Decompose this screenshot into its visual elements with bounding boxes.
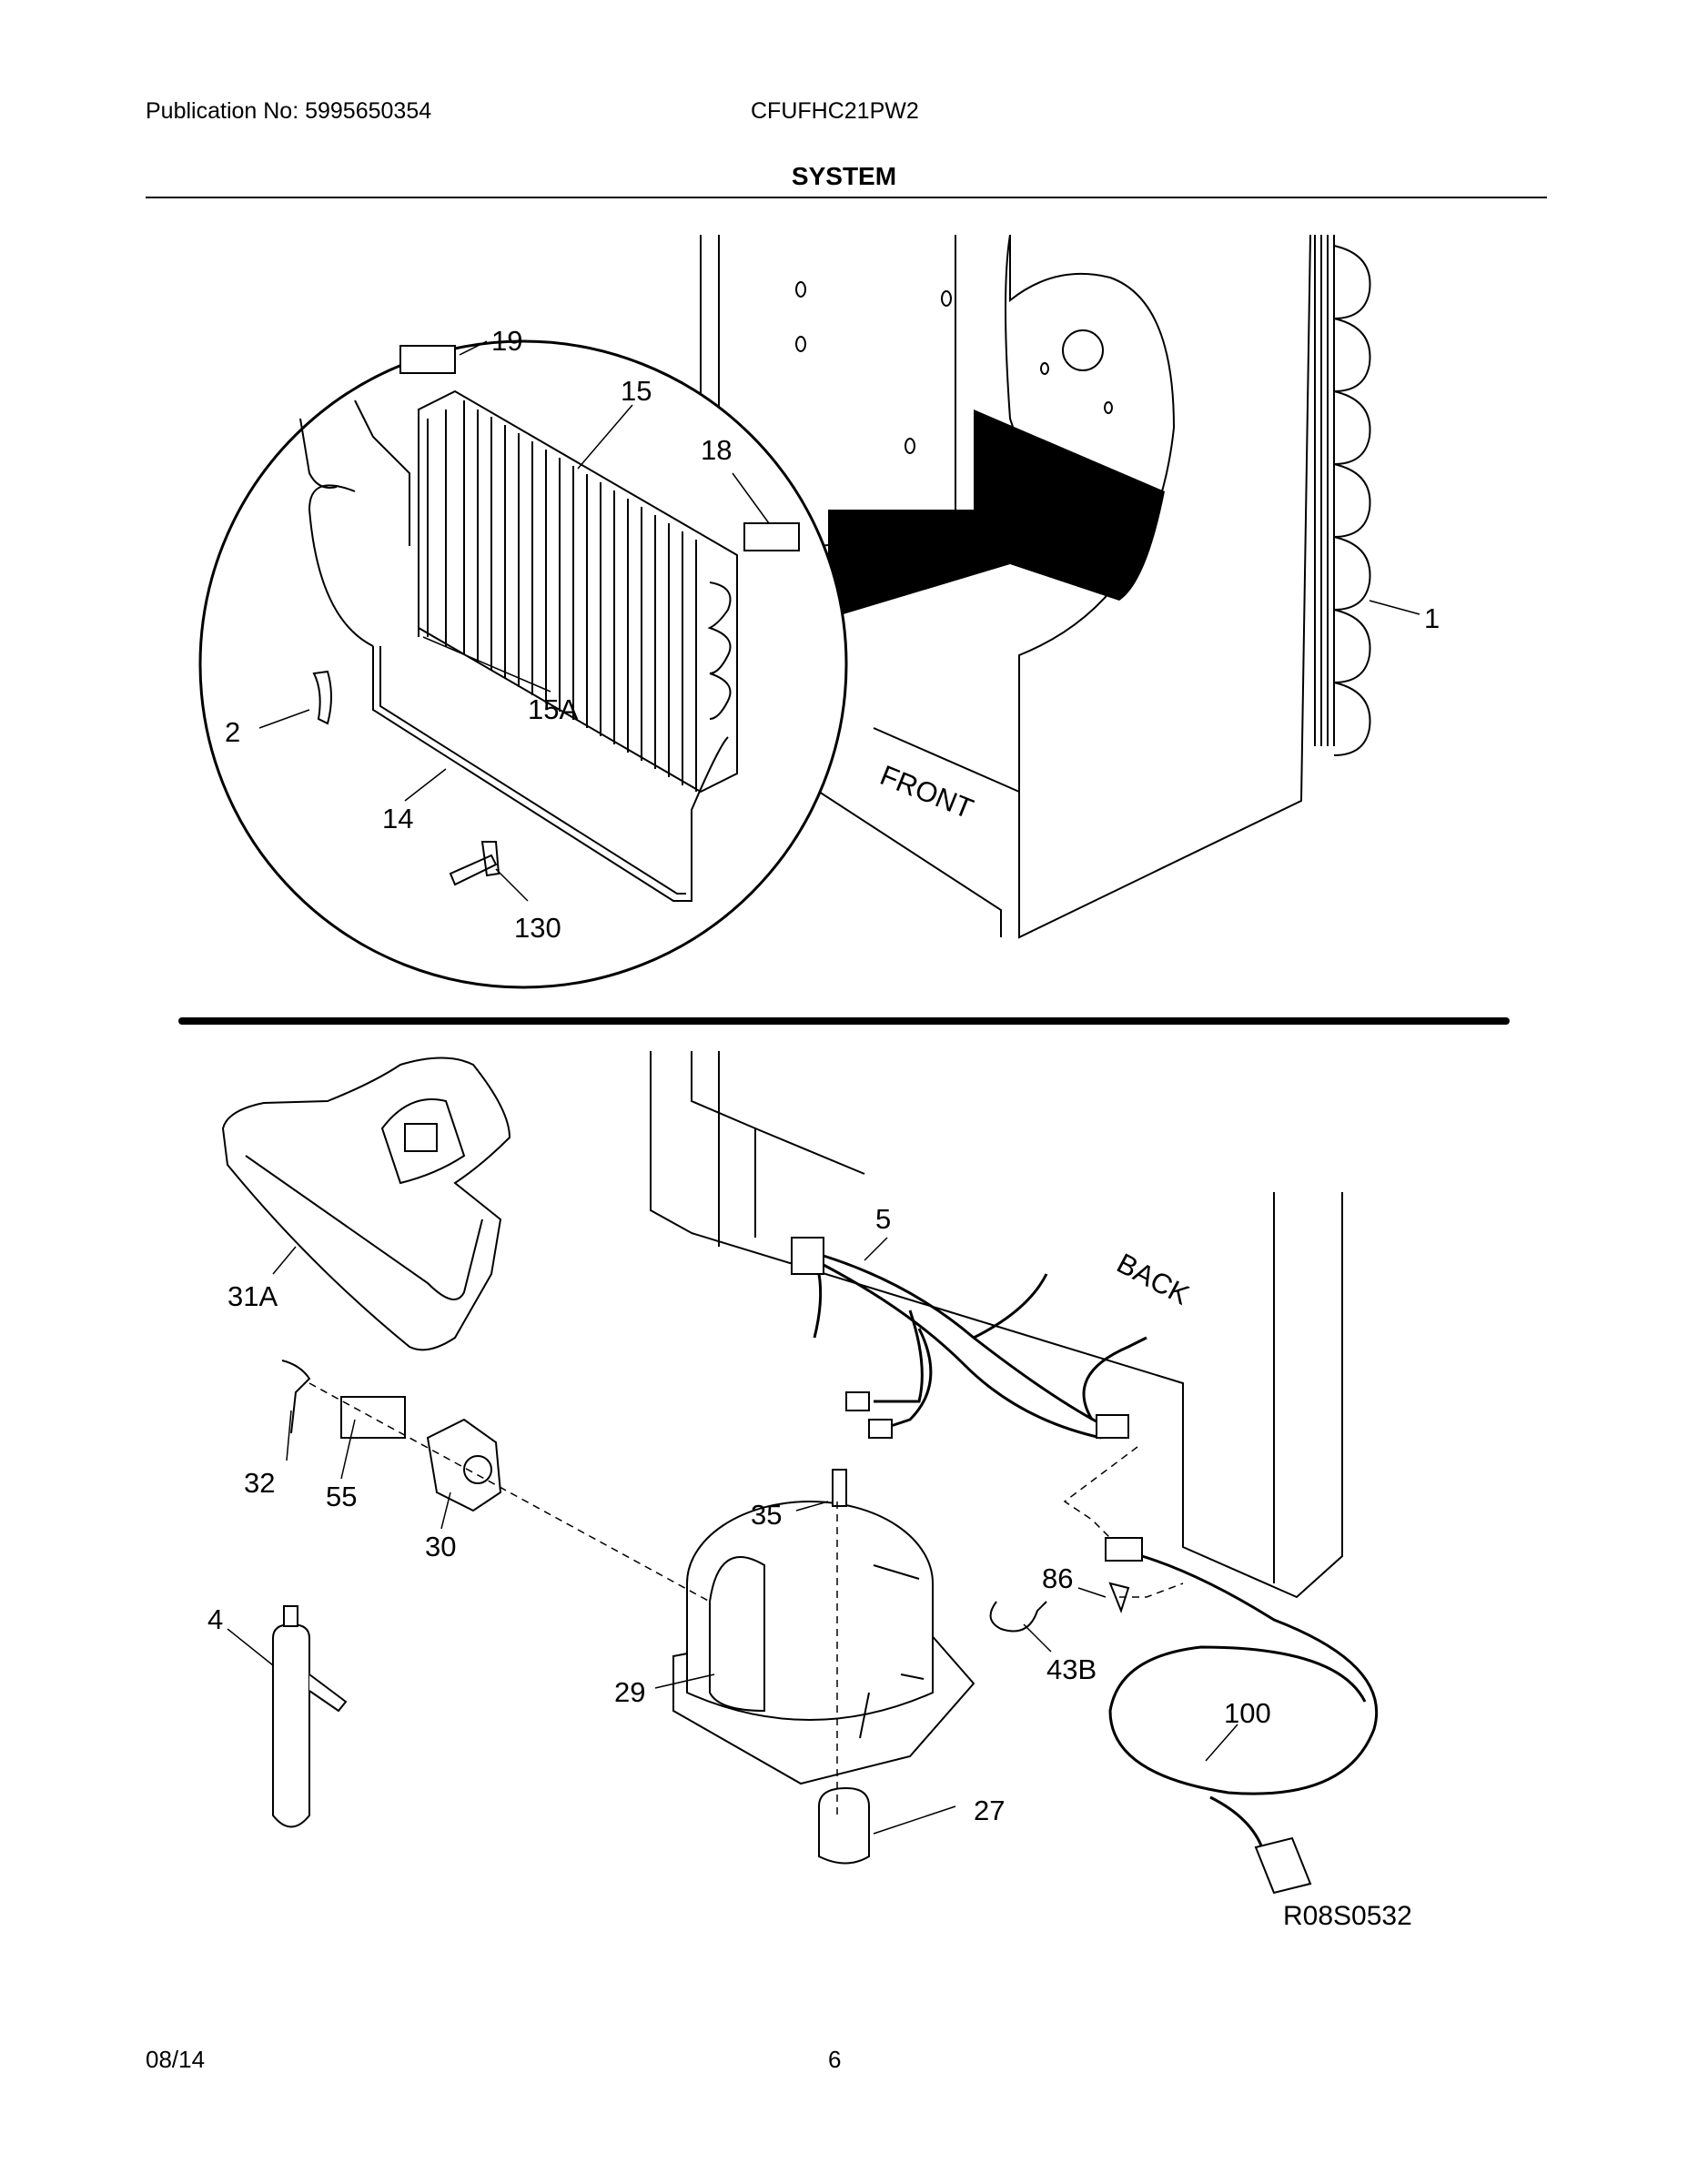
filter-drier — [272, 1605, 348, 1828]
bracket-18 — [743, 522, 800, 551]
callout-130: 130 — [514, 912, 561, 944]
callout-5: 5 — [875, 1203, 891, 1235]
condenser-coil — [1314, 235, 1371, 756]
page-number: 6 — [828, 2046, 842, 2073]
clip-32 — [281, 1360, 311, 1434]
callout-15a: 15A — [528, 693, 578, 725]
callout-43b: 43B — [1046, 1653, 1097, 1685]
callout-30: 30 — [425, 1531, 456, 1562]
callout-27: 27 — [974, 1795, 1005, 1826]
dashed-guides — [308, 1382, 1184, 1820]
clamp-43b — [989, 1601, 1047, 1633]
bracket-19 — [399, 345, 456, 374]
relay-55 — [340, 1396, 406, 1439]
section-title: SYSTEM — [791, 162, 897, 190]
callout-2: 2 — [225, 716, 240, 748]
evaporator-cavity — [828, 410, 1165, 619]
compressor — [672, 1469, 975, 1785]
callout-31a: 31A — [227, 1280, 278, 1312]
callout-55: 55 — [326, 1481, 357, 1512]
clip-2 — [312, 670, 332, 725]
publication-number: Publication No: 5995650354 — [146, 98, 432, 124]
publication-date: 08/14 — [146, 2046, 206, 2073]
callout-4: 4 — [207, 1603, 223, 1635]
grommet-130 — [449, 841, 500, 886]
callout-1: 1 — [1424, 602, 1440, 634]
wire-harness — [791, 1237, 1147, 1440]
evaporator — [418, 389, 738, 794]
grommet-27 — [818, 1786, 870, 1865]
callout-29: 29 — [614, 1676, 645, 1708]
upper-callouts: 19 15 18 1 15A 2 14 130 — [225, 325, 1440, 944]
drain-pan — [221, 1057, 511, 1351]
callout-100: 100 — [1224, 1697, 1271, 1729]
lower-leaders — [227, 1237, 1238, 1835]
callout-15: 15 — [621, 375, 652, 407]
front-label: FRONT — [875, 759, 977, 824]
power-cord — [1105, 1537, 1379, 1895]
callout-14: 14 — [382, 803, 413, 834]
callout-86: 86 — [1042, 1562, 1073, 1594]
drawing-reference: R08S0532 — [1283, 1901, 1412, 1931]
lower-callouts: 5 31A 32 55 30 35 86 4 29 43B 100 27 — [207, 1203, 1271, 1826]
back-label: BACK — [1112, 1247, 1195, 1311]
callout-19: 19 — [491, 325, 522, 357]
model-number: CFUFHC21PW2 — [751, 98, 919, 124]
callout-18: 18 — [701, 434, 732, 466]
defrost-wiring — [299, 399, 729, 902]
cabinet-base-view — [650, 1051, 1343, 1599]
callout-32: 32 — [244, 1467, 275, 1499]
upper-leaders — [258, 340, 1420, 902]
callout-35: 35 — [751, 1499, 782, 1531]
